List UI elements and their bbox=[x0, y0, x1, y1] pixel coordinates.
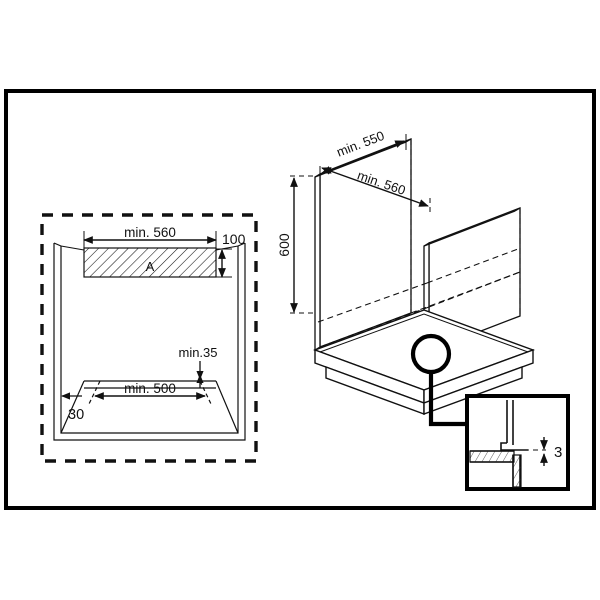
dim-height-600: 600 bbox=[276, 175, 316, 314]
right-side-panel bbox=[423, 207, 521, 356]
region-a-hatched bbox=[83, 247, 217, 278]
dim-front-depth: min.35 bbox=[178, 345, 218, 388]
niche-dashed-boundary bbox=[40, 213, 258, 463]
outer-frame bbox=[4, 89, 596, 510]
region-a-label: A bbox=[146, 259, 155, 274]
cabinet-outline bbox=[53, 242, 246, 441]
detail-view-box: 3 bbox=[465, 394, 570, 491]
dim-bottom-width: min. 500 bbox=[94, 381, 206, 400]
dim-gap-3: 3 bbox=[540, 437, 562, 466]
dim-gap-height: 100 bbox=[216, 231, 246, 278]
left-view-front-elevation: A min. 560 100 bbox=[40, 213, 258, 463]
dim-front-depth-label: min.35 bbox=[178, 345, 217, 360]
bottom-shelf bbox=[60, 380, 239, 434]
dim-height-600-label: 600 bbox=[276, 233, 292, 257]
dim-top-width-label: min. 560 bbox=[124, 225, 176, 240]
dim-top-width: min. 560 bbox=[83, 225, 217, 252]
dim-gap-3-label: 3 bbox=[554, 444, 562, 461]
detail-callout-marker bbox=[410, 333, 467, 427]
right-view-isometric: 600 min. 550 min. 560 bbox=[276, 128, 536, 427]
dim-bottom-width-label: min. 500 bbox=[124, 381, 176, 396]
dim-gap-height-label: 100 bbox=[222, 231, 246, 247]
dim-side-inset: 30 bbox=[61, 392, 84, 423]
detail-hatched-parts bbox=[469, 450, 522, 488]
base-block bbox=[312, 309, 536, 416]
dim-side-inset-label: 30 bbox=[68, 407, 84, 423]
hidden-edges bbox=[317, 139, 521, 348]
